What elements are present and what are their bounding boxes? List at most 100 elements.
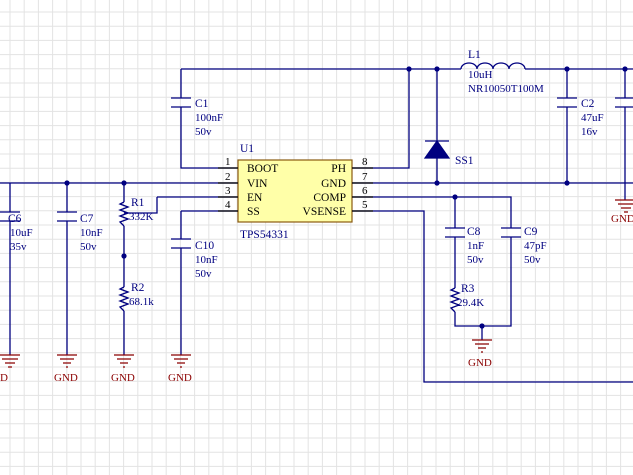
component-rating: 50v (195, 126, 212, 138)
pin-number: 6 (362, 185, 368, 197)
component-designator: C9 (524, 226, 538, 238)
pin-name: VIN (247, 178, 268, 190)
wire-vsense (352, 210, 633, 383)
capacitor-c6[interactable]: C6 10uF 35v (0, 211, 33, 253)
junction (406, 66, 412, 72)
component-rating: 16v (581, 126, 598, 138)
inductor-l1[interactable]: L1 10uH NR10050T100M (460, 49, 544, 95)
component-rating: 50v (80, 241, 97, 253)
component-value: 47uF (581, 112, 604, 124)
capacitor-symbol (171, 238, 191, 249)
resistor-r3[interactable]: R3 29.4K (449, 283, 484, 313)
component-rating: 50v (524, 254, 541, 266)
capacitor-symbol (57, 211, 77, 222)
ground-label: GND (111, 372, 135, 384)
ic-left-pins: 1 2 3 4 BOOT VIN EN SS (218, 156, 278, 218)
capacitor-symbol (445, 227, 465, 238)
ground-symbol-c10: GND (168, 354, 192, 384)
pin-name: BOOT (247, 163, 278, 175)
ground-icon (615, 199, 633, 213)
junction (434, 66, 440, 72)
resistor-symbol (118, 201, 130, 227)
capacitor-symbol (615, 97, 633, 108)
ground-label: GND (611, 213, 633, 225)
ground-icon (472, 339, 492, 353)
component-designator: R1 (131, 197, 145, 209)
diode-symbol (423, 139, 451, 159)
component-rating: 35v (10, 241, 27, 253)
pin-number: 8 (362, 156, 368, 168)
ground-symbol-c6: D (0, 354, 20, 384)
capacitor-c8[interactable]: C8 1nF 50v (445, 226, 484, 266)
ground-icon (57, 354, 77, 368)
capacitor-c2[interactable]: C2 47uF 16v (557, 97, 633, 138)
ic-part: TPS54331 (240, 229, 289, 241)
component-designator: C6 (8, 213, 22, 225)
pin-name: GND (321, 178, 346, 190)
ground-label: GND (168, 372, 192, 384)
resistor-r1[interactable]: R1 332K (118, 197, 154, 227)
component-designator: R3 (461, 283, 475, 295)
junction (564, 180, 570, 186)
inductor-symbol (460, 62, 526, 70)
pin-number: 7 (362, 171, 368, 183)
junction (564, 66, 570, 72)
wires (0, 68, 633, 383)
ground-label: GND (54, 372, 78, 384)
component-designator: SS1 (455, 155, 474, 167)
ic-designator: U1 (240, 143, 254, 155)
pin-name: EN (247, 192, 263, 204)
pin-number: 3 (225, 185, 231, 197)
component-rating: 50v (195, 268, 212, 280)
ground-label: D (0, 372, 8, 384)
ground-icon (171, 354, 191, 368)
component-value: 10uH (468, 69, 493, 81)
junction (64, 180, 70, 186)
junction (121, 253, 127, 259)
diode-ss1[interactable]: SS1 (423, 139, 474, 167)
ground-symbol-comp: GND (468, 339, 492, 369)
capacitor-c1[interactable]: C1 100nF 50v (171, 97, 223, 138)
ground-symbol-r2: GND (111, 354, 135, 384)
junctions (64, 66, 628, 329)
component-rating: 50v (467, 254, 484, 266)
pin-name: PH (331, 163, 346, 175)
wire-comp (352, 196, 512, 228)
pin-number: 5 (362, 199, 368, 211)
pin-name: SS (247, 206, 260, 218)
ground-symbol-c7: GND (54, 354, 78, 384)
capacitor-c10[interactable]: C10 10nF 50v (171, 238, 218, 280)
capacitor-symbol (557, 97, 577, 108)
junction (434, 180, 440, 186)
capacitor-symbol (171, 97, 191, 108)
ic-u1[interactable]: U1 TPS54331 1 2 3 4 BOOT VIN EN SS 8 7 6… (218, 143, 373, 241)
component-value: 10nF (80, 227, 103, 239)
component-value: 47pF (524, 240, 547, 252)
component-designator: L1 (468, 49, 481, 61)
component-part: NR10050T100M (468, 83, 544, 95)
component-designator: C7 (80, 213, 94, 225)
ground-icon (0, 354, 20, 368)
junction (452, 194, 458, 200)
component-value: 10nF (195, 254, 218, 266)
ic-body (237, 159, 353, 223)
pin-name: COMP (313, 192, 346, 204)
ground-icon (114, 354, 134, 368)
component-designator: C8 (467, 226, 481, 238)
junction (622, 66, 628, 72)
pin-name: VSENSE (303, 206, 346, 218)
component-value: 10uF (10, 227, 33, 239)
junction (121, 180, 127, 186)
component-designator: R2 (131, 282, 145, 294)
component-value: 29.4K (457, 297, 484, 309)
component-value: 332K (129, 211, 154, 223)
capacitor-c9[interactable]: C9 47pF 50v (501, 226, 547, 266)
resistor-r2[interactable]: R2 68.1k (118, 282, 154, 312)
resistor-symbol (118, 286, 130, 312)
resistor-symbol (449, 287, 461, 313)
component-value: 100nF (195, 112, 223, 124)
ic-right-pins: 8 7 6 5 PH GND COMP VSENSE (303, 156, 373, 218)
pin-number: 4 (225, 199, 231, 211)
capacitor-c7[interactable]: C7 10nF 50v (57, 211, 103, 253)
